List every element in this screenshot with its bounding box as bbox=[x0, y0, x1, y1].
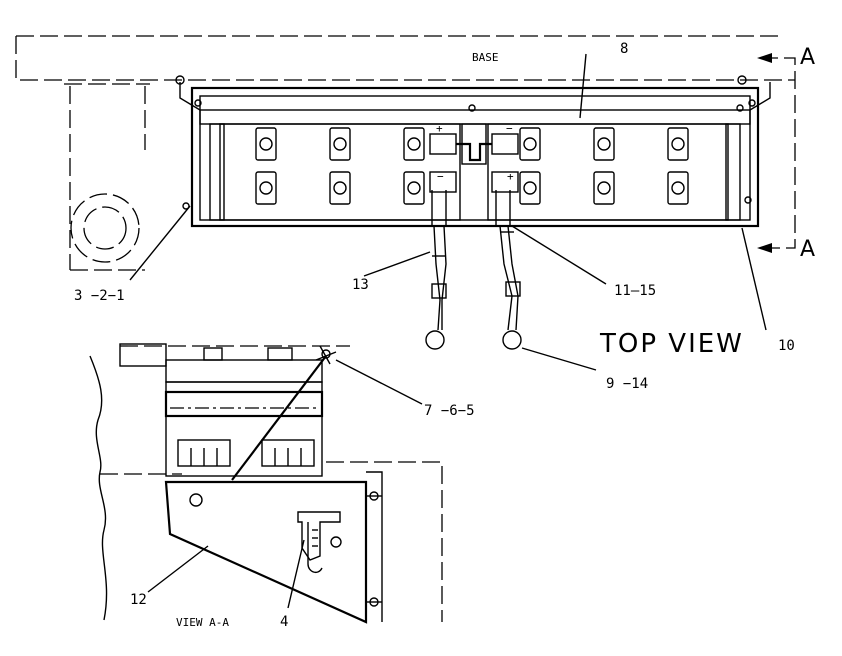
callout-12: 12 bbox=[130, 592, 147, 608]
support-column bbox=[64, 83, 150, 271]
hold-down-bar bbox=[175, 75, 771, 210]
section-arrow-top bbox=[757, 53, 772, 63]
top-view-title: TOP VIEW bbox=[599, 329, 744, 359]
callout-8: 8 bbox=[620, 41, 628, 57]
callout-3-2-1: 3 −2−1 bbox=[74, 288, 125, 304]
terminals: + − − + bbox=[429, 122, 519, 193]
callout-4: 4 bbox=[280, 614, 288, 630]
section-letter-bottom: A bbox=[800, 237, 815, 262]
callout-11-15: 11–15 bbox=[614, 283, 656, 299]
negative-cable bbox=[425, 190, 447, 350]
terminal-plus-bottom: + bbox=[507, 170, 514, 183]
battery-tray bbox=[190, 86, 760, 228]
battery-side bbox=[164, 347, 324, 477]
tray-bracket bbox=[164, 471, 383, 624]
section-break-outline bbox=[89, 355, 108, 621]
j-hook bbox=[297, 511, 341, 574]
callout-10: 10 bbox=[778, 338, 795, 354]
hold-down-rod bbox=[231, 355, 327, 481]
section-letter-top: A bbox=[800, 45, 815, 70]
top-view: BASE A A bbox=[15, 35, 815, 392]
cell-caps bbox=[255, 127, 689, 205]
leaders-top bbox=[129, 53, 767, 371]
base-label: BASE bbox=[472, 51, 499, 64]
callout-13: 13 bbox=[352, 277, 369, 293]
view-aa-title: VIEW A-A bbox=[176, 616, 229, 629]
callout-7-6-5: 7 −6−5 bbox=[424, 403, 475, 419]
battery-left bbox=[219, 123, 461, 221]
section-arrow-bottom bbox=[757, 243, 772, 253]
terminal-plus-top: + bbox=[436, 122, 443, 135]
positive-cable bbox=[495, 190, 522, 350]
section-line bbox=[760, 57, 796, 249]
terminal-minus-top: − bbox=[506, 122, 513, 135]
base-outline bbox=[15, 36, 795, 81]
callout-9-14: 9 −14 bbox=[606, 376, 648, 392]
view-aa: 7 −6−5 12 4 VIEW A-A bbox=[89, 343, 475, 630]
leaders-view-aa bbox=[147, 359, 423, 609]
battery-right bbox=[487, 123, 729, 221]
terminal-minus-bottom: − bbox=[437, 170, 444, 183]
